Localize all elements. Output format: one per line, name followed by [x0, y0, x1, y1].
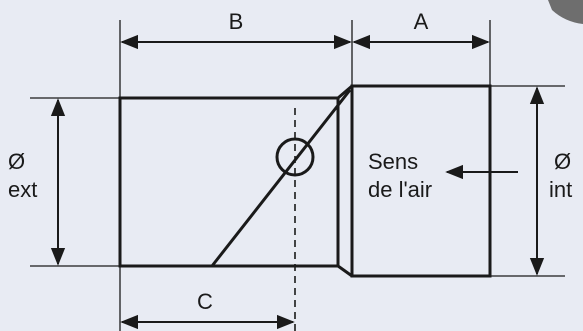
dim-label-a: A [413, 9, 429, 34]
dim-label-b: B [228, 9, 244, 34]
inner-spigot [350, 84, 492, 278]
airflow-label-line2: de l'air [368, 177, 433, 202]
diameter-int-label: int [549, 177, 573, 202]
outer-body [118, 96, 340, 268]
diagonal-blade [210, 89, 352, 267]
diameter-ext-symbol: Ø [8, 149, 26, 174]
taper-top [337, 84, 353, 100]
photo-fragment [548, 0, 583, 24]
diameter-ext-label: ext [8, 177, 38, 202]
dim-label-c: C [197, 289, 213, 314]
diameter-int-symbol: Ø [554, 149, 572, 174]
taper-bottom [337, 264, 353, 278]
airflow-label-line1: Sens [368, 149, 419, 174]
